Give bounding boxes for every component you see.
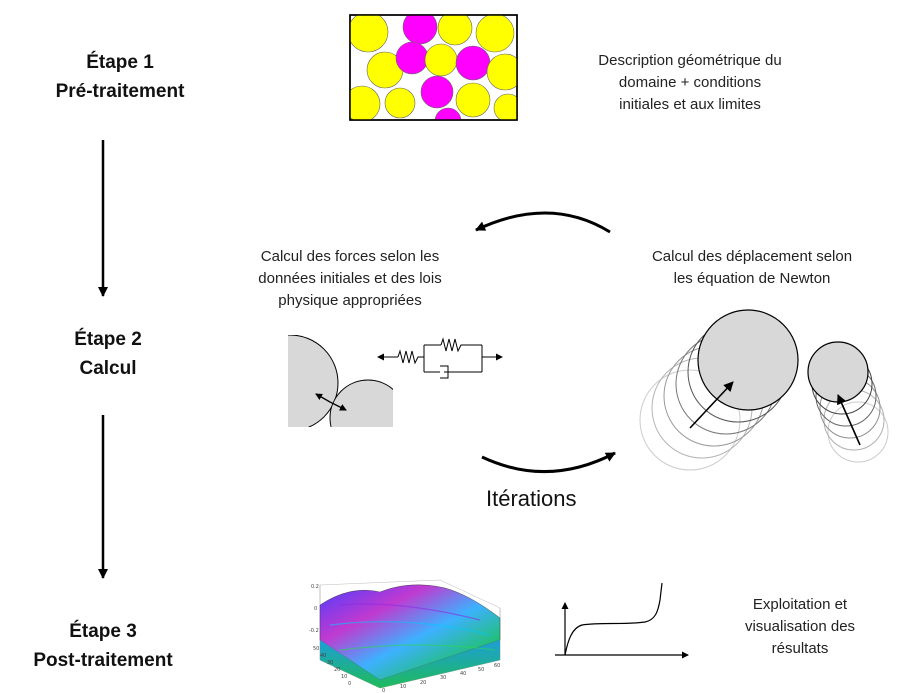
step-1-subtitle: Pré-traitement [55, 81, 185, 102]
pre-processing-line-2: domaine + conditions [618, 74, 762, 91]
results-line-1: Exploitation et [752, 596, 848, 613]
step-3-label: Étape 3 Post-traitement [0, 617, 206, 675]
step-3-subtitle: Post-traitement [33, 650, 173, 671]
z-tick: -0.2 [309, 628, 319, 634]
step-1-name: Étape 1 [86, 52, 154, 73]
iteration-arrow-bottom [481, 451, 616, 473]
forces-line-1: Calcul des forces selon les [260, 248, 440, 265]
step-2-name: Étape 2 [74, 329, 142, 350]
displacements-line-1: Calcul des déplacement selon [651, 248, 853, 265]
step-1-label: Étape 1 Pré-traitement [40, 48, 200, 106]
displacements-description: Calcul des déplacement selon les équatio… [607, 246, 897, 290]
step-2-label: Étape 2 Calcul [28, 325, 188, 383]
results-description: Exploitation et visualisation des résult… [720, 594, 880, 660]
z-tick: 0.2 [311, 584, 319, 590]
y-tick: 40 [320, 653, 326, 659]
y-tick: 0 [348, 681, 351, 687]
pre-processing-description: Description géométrique du domaine + con… [545, 50, 835, 116]
spring-dashpot-model [377, 337, 503, 379]
x-tick: 50 [478, 667, 484, 673]
forces-line-2: données initiales et des lois [258, 270, 442, 287]
x-tick: 40 [460, 671, 466, 677]
displacements-line-2: les équation de Newton [673, 270, 831, 287]
x-tick: 10 [400, 684, 406, 690]
y-tick: 10 [341, 674, 347, 680]
x-tick: 20 [420, 680, 426, 686]
y-tick: 30 [327, 660, 333, 666]
force-contact-illustration [288, 335, 393, 427]
pre-processing-line-1: Description géométrique du [598, 52, 782, 69]
result-curve-plot [555, 582, 689, 659]
x-tick: 60 [494, 663, 500, 669]
forces-line-3: physique appropriées [278, 292, 422, 309]
results-line-3: résultats [771, 640, 829, 657]
particle-packing-illustration [349, 14, 518, 121]
iteration-arrow-top [475, 211, 611, 234]
results-line-2: visualisation des [744, 618, 856, 635]
y-tick: 50 [313, 646, 319, 652]
step-3-name: Étape 3 [69, 621, 137, 642]
pre-processing-line-3: initiales et aux limites [619, 96, 761, 113]
surface-plot-3d: 0.2 0 -0.2 50 40 30 20 10 0 0 10 20 30 4… [309, 579, 500, 693]
x-tick: 30 [440, 675, 446, 681]
x-tick: 0 [382, 688, 385, 693]
forces-description: Calcul des forces selon les données init… [205, 246, 495, 312]
iterations-label: Itérations [486, 486, 577, 511]
displacement-illustration [639, 309, 889, 471]
z-tick: 0 [314, 606, 317, 612]
y-tick: 20 [334, 667, 340, 673]
step-2-subtitle: Calcul [79, 358, 137, 379]
